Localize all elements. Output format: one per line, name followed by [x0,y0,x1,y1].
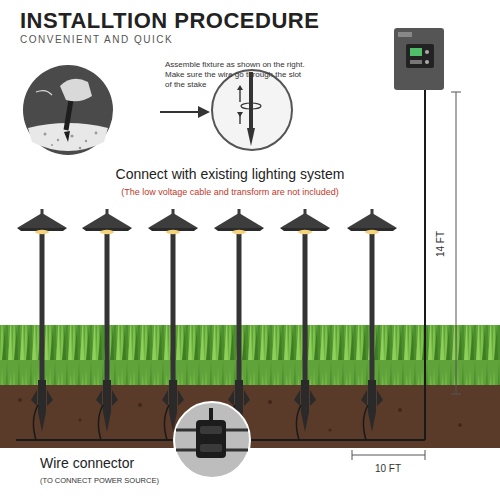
dimension-label: 14 FT [434,219,448,269]
section-heading: Connect with existing lighting system [60,166,400,183]
assembly-note: Assemble fixture as shown on the right. … [165,60,305,90]
note-red: (The low voltage cable and transform are… [50,187,410,198]
callout-title: Wire connector [40,455,170,472]
callout-note: (TO CONNECT POWER SOURCE) [40,476,175,485]
subtitle: CONVENIENT AND QUICK [20,34,320,46]
main-title: INSTALLTION PROCEDURE [20,8,400,34]
dimension-label: 10 FT [358,463,418,475]
